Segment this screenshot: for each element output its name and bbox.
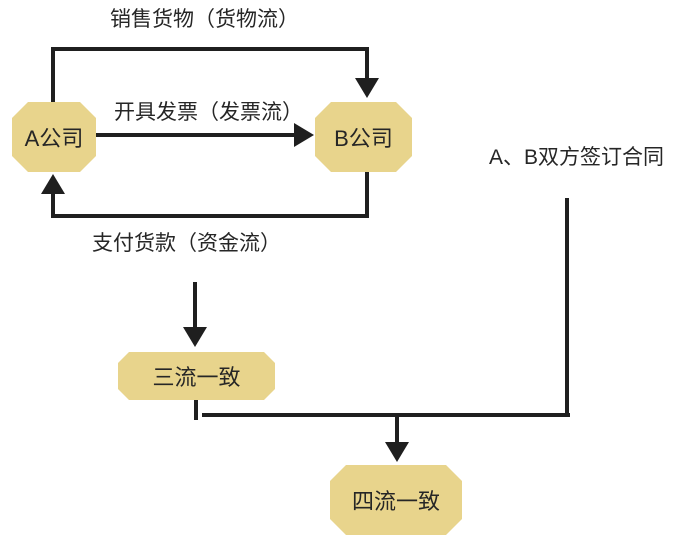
payment-flow-edge-left-segment	[51, 194, 55, 216]
three-flows-arrowhead-down-icon	[183, 327, 207, 347]
payment-flow-label: 支付货款（资金流）	[92, 232, 281, 255]
goods-flow-arrowhead-down-icon	[355, 78, 379, 98]
payment-flow-edge-right-segment	[365, 172, 369, 218]
goods-flow-label: 销售货物（货物流）	[110, 8, 299, 31]
four-flows-edge-segment	[395, 415, 399, 443]
node-company-a: A公司	[12, 102, 96, 172]
node-company-b: B公司	[315, 102, 412, 172]
node-three-flows-label: 三流一致	[152, 365, 241, 390]
invoice-flow-edge-segment	[95, 133, 295, 137]
contract-edge-segment	[565, 198, 569, 417]
goods-flow-edge-top-segment	[51, 47, 369, 51]
goods-flow-edge-left-segment	[51, 47, 55, 102]
payment-flow-arrowhead-up-icon	[41, 174, 65, 194]
node-four-flows-label: 四流一致	[351, 489, 440, 514]
node-three-flows: 三流一致	[118, 352, 275, 400]
four-flows-arrowhead-down-icon	[385, 442, 409, 462]
invoice-flow-arrowhead-right-icon	[294, 123, 314, 147]
three-flows-edge-segment	[193, 282, 197, 328]
merge-connector-segment	[202, 413, 570, 417]
goods-flow-edge-right-segment	[365, 47, 369, 80]
contract-label: A、B双方签订合同	[489, 146, 665, 169]
three-flows-stub-segment	[194, 400, 198, 420]
node-four-flows: 四流一致	[330, 465, 462, 535]
node-company-b-label: B公司	[334, 126, 393, 151]
node-company-a-label: A公司	[24, 126, 84, 151]
payment-flow-edge-bottom-segment	[51, 214, 369, 218]
invoice-flow-label: 开具发票（发票流）	[114, 101, 303, 124]
